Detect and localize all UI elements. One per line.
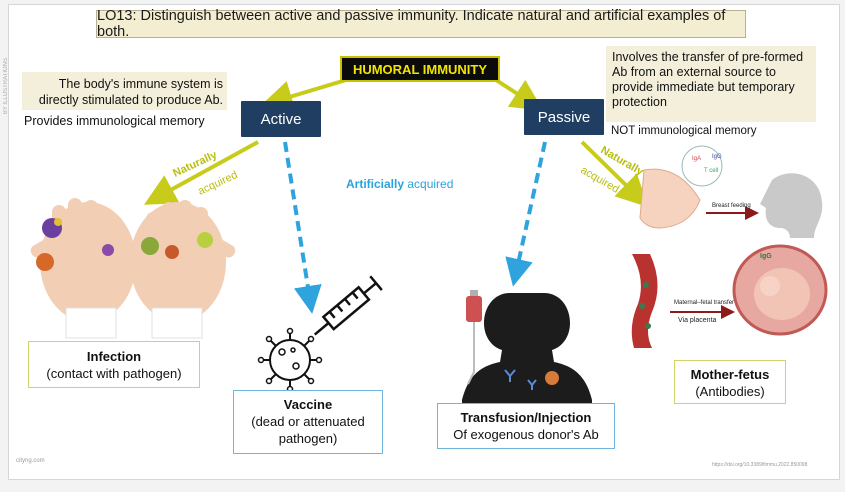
transfusion-illustration (462, 290, 592, 404)
arrow-humoral-to-active (260, 78, 347, 112)
transfusion-subtitle: Of exogenous donor's Ab (453, 427, 599, 442)
mother-fetus-title: Mother-fetus (690, 367, 770, 382)
iga-label: IgA (692, 156, 701, 162)
vaccine-title: Vaccine (283, 397, 333, 412)
footer-credit: cityng.com (16, 458, 45, 464)
passive-node: Passive (524, 99, 604, 135)
hands-illustration (30, 198, 236, 339)
artificially-word: Artificially (346, 177, 405, 191)
arrow-humoral-to-passive (494, 78, 544, 111)
passive-description: Involves the transfer of pre-formed Ab f… (606, 46, 816, 122)
arrow-active-naturally (143, 140, 259, 205)
igg-label-placenta: IgG (760, 253, 772, 260)
active-node: Active (241, 101, 321, 137)
mother-fetus-subtitle: (Antibodies) (695, 384, 765, 399)
active-memory: Provides immunological memory (24, 114, 205, 128)
arrow-passive-naturally (580, 140, 649, 208)
igg-label-small: IgG (712, 154, 722, 160)
via-placenta-label: Via placenta (678, 317, 717, 324)
naturally-label-right: Naturally (599, 144, 647, 178)
artificially-suffix: acquired (404, 177, 454, 191)
arrow-active-artificially (283, 141, 322, 314)
artificially-acquired-label: Artificially acquired (346, 177, 453, 191)
learning-objective-title: LO13: Distinguish between active and pas… (96, 8, 746, 40)
transfusion-box: Transfusion/Injection Of exogenous donor… (437, 403, 615, 449)
arrow-passive-artificially (505, 141, 547, 287)
placenta-illustration: Maternal–fetal transfer Via placenta IgG (631, 244, 828, 348)
t-cell-label: T cell (704, 168, 718, 174)
breastfeeding-illustration: IgA T cell IgG Breast feeding (639, 145, 823, 238)
infection-box: Infection (contact with pathogen) (28, 341, 200, 388)
vaccine-illustration (257, 275, 383, 393)
side-credit: BY ILLUSTRATIONS (3, 58, 9, 115)
acquired-label-right: acquired (579, 164, 622, 195)
breast-feeding-label: Breast feeding (712, 203, 751, 209)
active-description: The body's immune system is directly sti… (22, 72, 227, 110)
vaccine-box: Vaccine (dead or attenuated pathogen) (233, 390, 383, 454)
transfusion-title: Transfusion/Injection (460, 410, 592, 425)
mother-fetus-box: Mother-fetus (Antibodies) (674, 360, 786, 404)
infection-title: Infection (86, 349, 142, 364)
infection-subtitle: (contact with pathogen) (46, 366, 182, 381)
vaccine-subtitle: (dead or attenuated pathogen) (251, 414, 365, 446)
passive-memory: NOT immunological memory (611, 125, 757, 137)
maternal-transfer-label: Maternal–fetal transfer (674, 300, 734, 306)
humoral-immunity-node: HUMORAL IMMUNITY (340, 56, 500, 82)
footer-doi: https://doi.org/10.3389/fimmu.2022.85009… (712, 462, 808, 468)
